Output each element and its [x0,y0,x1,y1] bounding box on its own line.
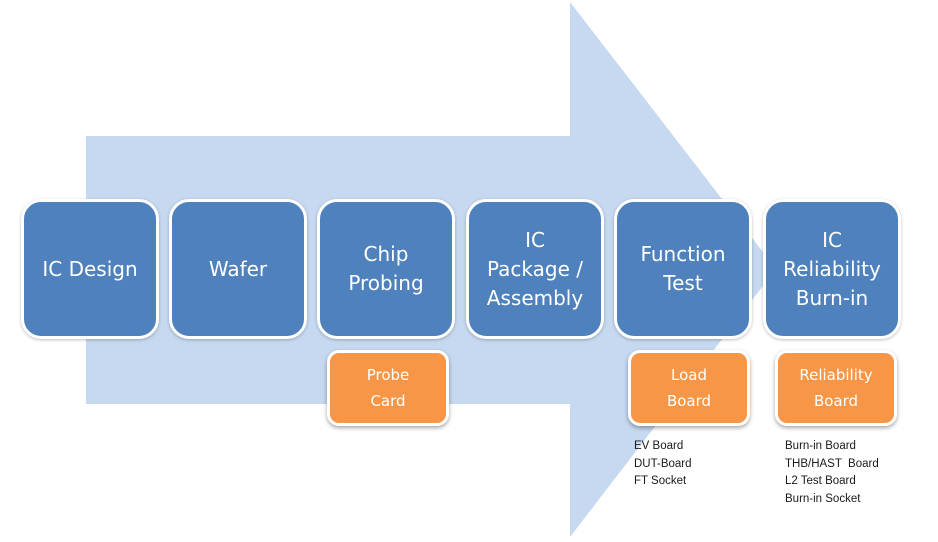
step-wafer: Wafer [169,199,307,339]
list-item: THB/HAST Board [785,457,879,470]
step-label: Wafer [208,256,268,281]
step-label: Function Test [640,242,726,295]
step-label: IC Reliability Burn-in [783,227,881,310]
step-function-test: Function Test [614,199,752,339]
tool-reliability-board: Reliability Board [775,350,897,426]
step-label: Chip Probing [348,242,424,295]
step-ic-design: IC Design [21,199,159,339]
step-label: IC Design [42,256,138,281]
list-item: EV Board [634,440,684,452]
list-item: DUT-Board [634,457,692,470]
reliability-board-items-list: Burn-in Board THB/HAST Board L2 Test Boa… [785,438,879,508]
list-item: FT Socket [634,475,687,487]
list-item: Burn-in Board [785,440,856,452]
load-board-items-list: EV Board DUT-Board FT Socket [634,438,692,491]
tool-label: Probe Card [366,366,410,410]
tool-probe-card: Probe Card [327,350,449,426]
list-item: Burn-in Socket [785,492,861,505]
step-label: IC Package / Assembly [486,227,584,310]
tool-load-board: Load Board [628,350,750,426]
step-chip-probing: Chip Probing [317,199,455,339]
list-item: L2 Test Board [785,475,856,487]
step-ic-reliability-burn-in: IC Reliability Burn-in [763,199,901,339]
tool-label: Load Board [666,366,712,410]
step-ic-package-assembly: IC Package / Assembly [466,199,604,339]
tool-label: Reliability Board [799,366,873,410]
